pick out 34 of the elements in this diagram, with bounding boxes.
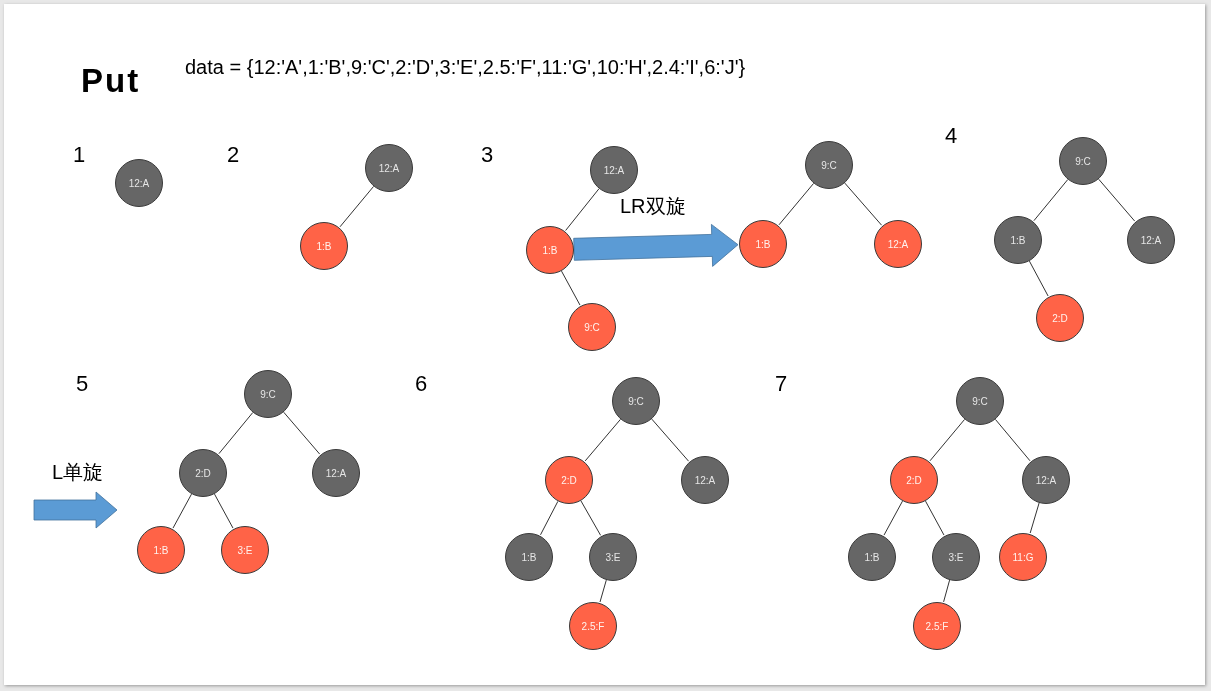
connector-line [778, 182, 815, 226]
step-number: 6 [415, 371, 428, 397]
connector-line [1029, 502, 1040, 534]
connector-line [218, 412, 254, 455]
connector-line [339, 185, 375, 228]
connector-line [580, 500, 602, 536]
heading: Put [81, 62, 141, 100]
data-text: data = {12:'A',1:'B',9:'C',2:'D',3:'E',2.5:'F',11:'G',10:'H',2.4:'I',6:'J'} [185, 56, 746, 79]
step-number: 3 [481, 142, 494, 168]
connector-line [651, 418, 690, 462]
arrow [573, 224, 739, 267]
connector-line [565, 188, 600, 231]
connector-line [1033, 179, 1069, 222]
connector-line [994, 418, 1031, 462]
connector-line [283, 411, 321, 455]
connector-line [1098, 178, 1136, 222]
connector-line [214, 493, 234, 529]
step-number: 2 [227, 142, 240, 168]
connector-line [1028, 260, 1049, 297]
connector-line [844, 182, 883, 226]
step-number: 7 [775, 371, 788, 397]
step-number: 5 [76, 371, 89, 397]
connector-line [883, 500, 903, 536]
rotation-label: L单旋 [52, 460, 104, 485]
connector-line [929, 418, 966, 462]
connector-line [540, 500, 559, 536]
connector-line [584, 418, 621, 462]
connector-line [943, 579, 951, 603]
connector-line [599, 579, 607, 603]
connector-line [172, 493, 192, 529]
connector-line [925, 500, 945, 536]
step-number: 4 [945, 123, 958, 149]
connector-line [561, 270, 581, 306]
step-number: 1 [73, 142, 86, 168]
